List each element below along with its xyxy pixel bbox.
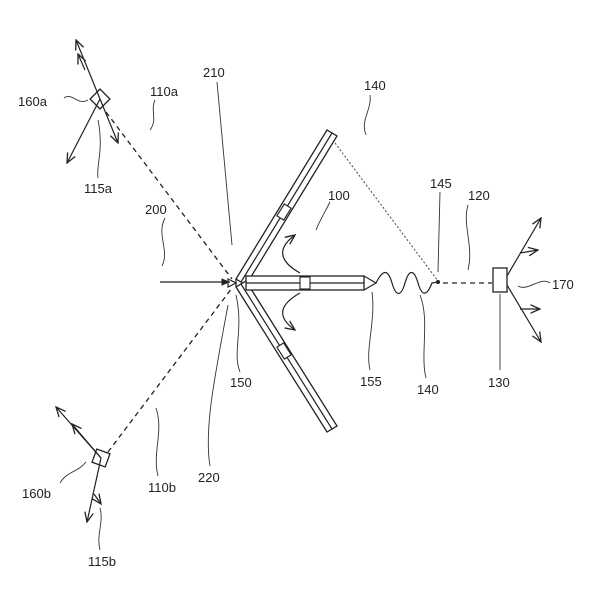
leader-120	[466, 205, 469, 270]
label-110a: 110a	[150, 84, 179, 99]
label-220: 220	[198, 470, 220, 485]
beam-110b	[108, 288, 232, 452]
label-170: 170	[552, 277, 574, 292]
leader-110a	[150, 100, 155, 130]
label-100: 100	[328, 188, 350, 203]
antenna-b-arrow-small	[94, 494, 101, 504]
receiver-arrow-up-side	[520, 250, 538, 253]
label-140-bottom: 140	[417, 382, 439, 397]
antenna-a-arrow-right	[100, 99, 118, 143]
label-210: 210	[203, 65, 225, 80]
label-150: 150	[230, 375, 252, 390]
label-160b: 160b	[22, 486, 51, 501]
antenna-b-arrow-mid	[72, 424, 101, 458]
leader-110b	[156, 408, 159, 476]
leader-160b	[60, 462, 86, 483]
receiver-arrow-down	[507, 285, 541, 342]
label-155: 155	[360, 374, 382, 389]
leader-200	[162, 218, 165, 266]
receiver-arrow-up	[507, 218, 541, 276]
leader-100	[316, 202, 330, 230]
transmitter-a	[67, 40, 118, 163]
antenna-a-arrow-mid	[78, 54, 85, 70]
label-160a: 160a	[18, 94, 48, 109]
label-115a: 115a	[84, 181, 113, 196]
leader-220	[208, 305, 228, 466]
leader-140-top	[364, 95, 370, 135]
leader-155	[369, 292, 373, 370]
horizontal-arm	[246, 276, 376, 290]
label-145: 145	[430, 176, 452, 191]
leader-140-bottom	[420, 295, 426, 378]
label-110b: 110b	[148, 480, 176, 495]
vertex-150	[228, 279, 236, 287]
beam-110a	[106, 112, 232, 279]
horizontal-hinge	[300, 277, 310, 289]
receiver-box	[493, 268, 507, 292]
antenna-b-arrow-down	[87, 458, 101, 522]
leader-160a	[64, 96, 88, 101]
label-115b: 115b	[88, 554, 116, 569]
leader-150	[236, 295, 240, 372]
rotation-arrow-down	[283, 293, 300, 330]
leader-145	[438, 192, 440, 272]
leader-115b	[99, 508, 101, 550]
label-200: 200	[145, 202, 167, 217]
label-130: 130	[488, 375, 510, 390]
leader-170	[518, 281, 550, 287]
leader-115a	[98, 120, 101, 178]
upper-hinge	[277, 204, 291, 220]
rotation-arrow-up	[283, 235, 300, 273]
antenna-a-arrow-down	[67, 99, 100, 163]
leader-210	[217, 82, 232, 245]
label-120: 120	[468, 188, 490, 203]
label-140-top: 140	[364, 78, 386, 93]
wave-140	[376, 273, 438, 294]
dotted-path-140	[335, 143, 438, 281]
antenna-a-arrow-up	[76, 40, 100, 99]
